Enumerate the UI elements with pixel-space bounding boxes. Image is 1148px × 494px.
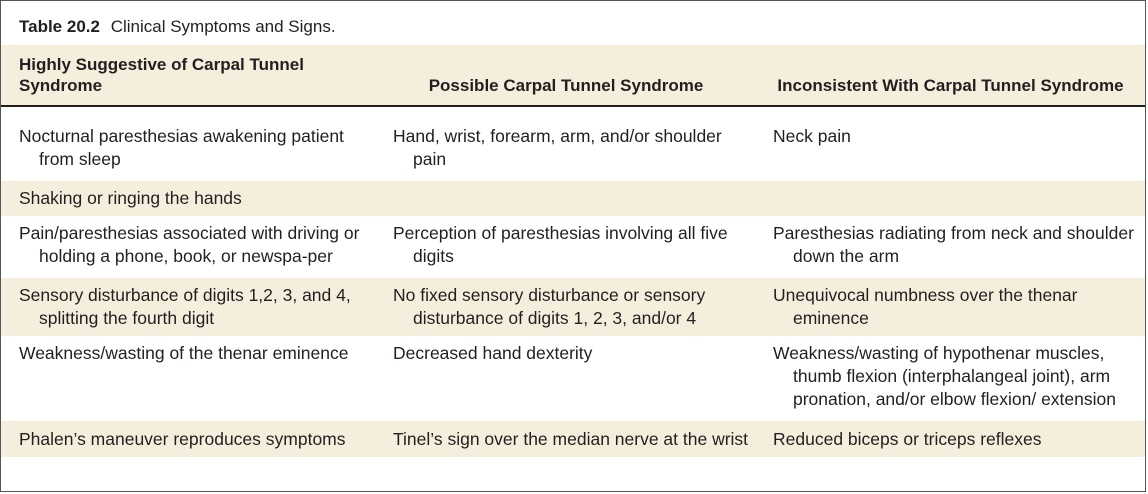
cell-inconsistent: Unequivocal numbness over the thenar emi…: [773, 285, 1078, 328]
cell-inconsistent: Paresthesias radiating from neck and sho…: [773, 223, 1134, 266]
cell-highly-suggestive: Weakness/wasting of the thenar eminence: [19, 343, 349, 363]
table-number: Table 20.2: [19, 17, 100, 36]
cell-possible: Tinel’s sign over the median nerve at th…: [393, 429, 749, 449]
header-highly-suggestive: Highly Suggestive of Carpal Tunnel Syndr…: [19, 55, 304, 95]
table-row: Weakness/wasting of the thenar eminence …: [1, 336, 1145, 421]
table-row: Nocturnal paresthesias awakening patient…: [1, 125, 1145, 181]
table-caption: Table 20.2 Clinical Symptoms and Signs.: [1, 1, 1145, 45]
table-row: Sensory disturbance of digits 1,2, 3, an…: [1, 278, 1145, 336]
cell-inconsistent: Weakness/wasting of hypothenar muscles, …: [773, 343, 1116, 409]
cell-possible: Hand, wrist, forearm, arm, and/or should…: [393, 126, 722, 169]
cell-possible: Perception of paresthesias involving all…: [393, 223, 728, 266]
cell-highly-suggestive: Nocturnal paresthesias awakening patient…: [19, 126, 344, 169]
symptoms-table: Highly Suggestive of Carpal Tunnel Syndr…: [1, 45, 1145, 457]
cell-inconsistent: Neck pain: [773, 126, 851, 146]
cell-possible: No fixed sensory disturbance or sensory …: [393, 285, 706, 328]
header-divider: [1, 105, 1145, 125]
cell-possible: Decreased hand dexterity: [393, 343, 593, 363]
cell-highly-suggestive: Shaking or ringing the hands: [19, 188, 242, 208]
cell-highly-suggestive: Phalen’s maneuver reproduces symptoms: [19, 429, 346, 449]
table-header-row: Highly Suggestive of Carpal Tunnel Syndr…: [1, 45, 1145, 106]
table-row: Phalen’s maneuver reproduces symptoms Ti…: [1, 421, 1145, 457]
cell-highly-suggestive: Pain/paresthesias associated with drivin…: [19, 223, 360, 266]
table-row: Shaking or ringing the hands: [1, 181, 1145, 216]
cell-inconsistent: Reduced biceps or triceps reflexes: [773, 429, 1042, 449]
table-row: Pain/paresthesias associated with drivin…: [1, 216, 1145, 278]
cell-highly-suggestive: Sensory disturbance of digits 1,2, 3, an…: [19, 285, 351, 328]
header-possible: Possible Carpal Tunnel Syndrome: [428, 76, 704, 95]
table-title: Clinical Symptoms and Signs.: [110, 17, 336, 36]
header-inconsistent: Inconsistent With Carpal Tunnel Syndrome: [777, 76, 1124, 95]
